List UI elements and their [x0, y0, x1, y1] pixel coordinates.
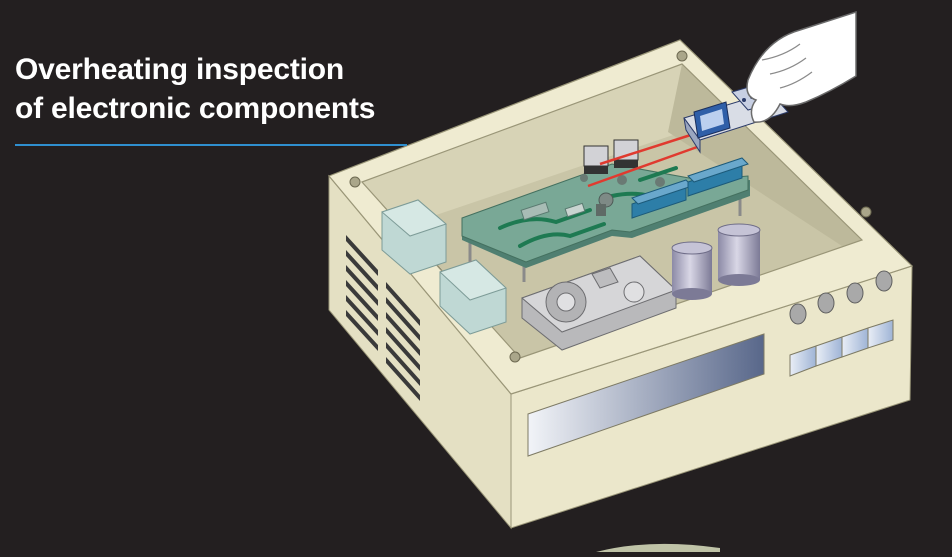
knob-icon: [789, 303, 807, 325]
title-line-2: of electronic components: [15, 92, 376, 125]
transformer-icon: [521, 255, 677, 351]
front-knobs: [789, 270, 893, 325]
chip-icon: [687, 157, 749, 197]
screw-icon: [349, 176, 361, 188]
knob-icon: [817, 292, 835, 314]
knob-icon: [846, 282, 864, 304]
front-button-row: [789, 319, 894, 377]
title-underline: [15, 144, 407, 146]
connector-block-icon: [439, 259, 507, 335]
screw-icon: [676, 50, 688, 62]
hand-icon: [746, 10, 857, 123]
chip-icon: [631, 179, 693, 219]
screw-icon: [860, 206, 872, 218]
partial-object-bottom: [596, 543, 720, 552]
front-display-large: [527, 333, 765, 457]
capacitor-icon: [671, 241, 713, 300]
laser-beams: [587, 130, 701, 188]
capacitor-icon: [717, 223, 761, 286]
page-title: Overheating inspection of electronic com…: [15, 50, 375, 128]
interior-components: [381, 139, 761, 351]
title-line-1: Overheating inspection: [15, 53, 344, 86]
hand-finger-lines: [761, 43, 813, 89]
vent-slots: [346, 235, 420, 401]
connector-block-icon: [381, 199, 447, 275]
knob-icon: [875, 270, 893, 292]
enclosure-back-wall: [362, 64, 682, 234]
screw-icon: [509, 351, 521, 363]
